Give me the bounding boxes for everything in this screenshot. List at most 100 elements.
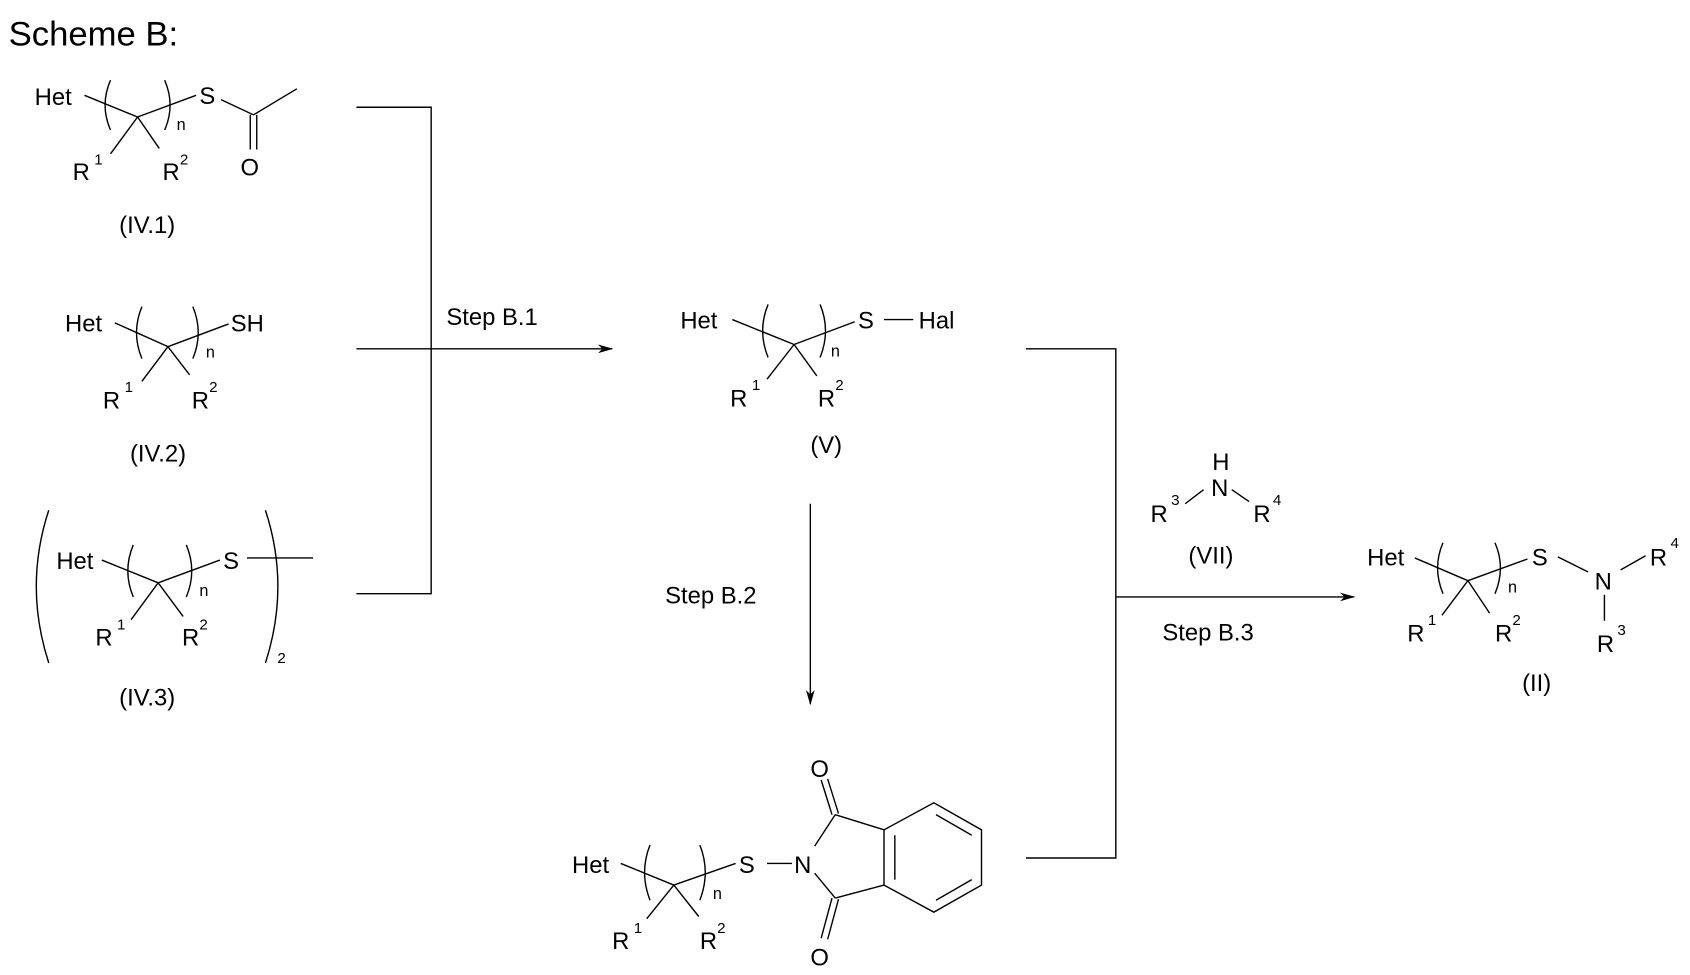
bond — [767, 345, 794, 380]
bond — [621, 863, 674, 885]
bond — [131, 583, 158, 620]
repeat-n: n — [199, 582, 208, 600]
bond — [168, 347, 190, 375]
het-label: Het — [35, 84, 72, 111]
dimer-multiplier: 2 — [277, 650, 285, 667]
r1-label: R — [612, 928, 629, 955]
oxygen-label: O — [241, 154, 260, 181]
bond — [158, 583, 183, 617]
dimer-bracket-right — [265, 510, 277, 663]
oxygen-label-top: O — [810, 756, 829, 783]
nitrogen-label: N — [1595, 568, 1612, 595]
r2-sup: 2 — [199, 616, 207, 633]
bond — [1442, 581, 1468, 616]
bond — [138, 95, 197, 117]
bond — [1468, 581, 1490, 614]
step-b3-arrow: Step B.3 — [1026, 349, 1354, 858]
repeat-n: n — [206, 343, 215, 361]
r1-sup: 1 — [752, 377, 760, 394]
step-label: Step B.2 — [665, 582, 756, 609]
het-label: Het — [572, 852, 609, 879]
bond — [221, 100, 254, 115]
bond — [85, 95, 138, 117]
repeat-bracket-right — [1495, 543, 1500, 594]
bond — [1232, 490, 1249, 502]
halogen-label: Hal — [919, 307, 955, 334]
compound-label: (V) — [810, 432, 842, 459]
repeat-n: n — [177, 116, 186, 134]
r3-label: R — [1150, 501, 1167, 528]
double-bond — [828, 779, 839, 814]
compound-label: (IV.2) — [130, 441, 186, 468]
repeat-bracket-right — [820, 304, 825, 357]
bond — [794, 345, 817, 376]
compound-iv1: Het n S O R 1 R 2 (IV.1) — [35, 80, 297, 239]
r3-label: R — [1597, 631, 1614, 658]
bond — [102, 560, 158, 583]
step-b2-arrow: Step B.2 — [665, 504, 810, 704]
r4-label: R — [1650, 545, 1667, 572]
r1-label: R — [103, 387, 120, 414]
combine-bracket — [1026, 349, 1116, 858]
bond — [835, 885, 884, 898]
r3-sup: 3 — [1617, 622, 1625, 639]
sulfur-label: S — [858, 307, 874, 334]
double-bond — [821, 898, 832, 938]
r2-label: R — [700, 928, 717, 955]
nitrogen-label: N — [1211, 475, 1228, 502]
repeat-bracket-left — [645, 845, 650, 900]
bond — [142, 347, 168, 382]
sulfur-label: S — [1532, 545, 1548, 572]
r1-sup: 1 — [1428, 612, 1436, 629]
double-bond — [828, 899, 839, 939]
bond — [158, 560, 220, 583]
compound-vii: H N R 3 R 4 (VII) — [1150, 449, 1281, 569]
r1-sup: 1 — [117, 616, 125, 633]
compound-label: (VII) — [1188, 542, 1233, 569]
r4-sup: 4 — [1273, 492, 1281, 509]
r2-sup: 2 — [180, 152, 188, 169]
bond — [111, 117, 138, 154]
bond — [1468, 559, 1528, 581]
repeat-n: n — [713, 885, 722, 903]
step-label: Step B.3 — [1162, 619, 1253, 646]
nitrogen-label: N — [794, 852, 811, 879]
r2-label: R — [182, 625, 199, 652]
r1-sup: 1 — [94, 152, 102, 169]
aromatic-bond — [936, 880, 972, 901]
het-label: Het — [1367, 545, 1404, 572]
r1-label: R — [73, 159, 90, 186]
r1-sup: 1 — [125, 379, 133, 396]
repeat-n: n — [1508, 579, 1517, 597]
bond — [138, 117, 160, 148]
oxygen-label-bottom: O — [810, 944, 829, 971]
r2-label: R — [162, 159, 179, 186]
r2-sup: 2 — [209, 379, 217, 396]
r2-label: R — [192, 387, 209, 414]
het-label: Het — [680, 307, 717, 334]
combine-bracket — [356, 107, 431, 593]
repeat-bracket-right — [700, 845, 705, 900]
thiol-label: SH — [231, 310, 264, 337]
repeat-n: n — [831, 342, 840, 360]
bond — [815, 873, 836, 898]
double-bond — [821, 780, 832, 815]
compound-iv2: Het n SH R 1 R 2 (IV.2) — [65, 307, 264, 468]
bond — [835, 815, 884, 830]
step-b1-arrow: Step B.1 — [356, 107, 612, 593]
bond — [815, 815, 836, 846]
sulfur-label: S — [739, 852, 755, 879]
bond — [1185, 490, 1203, 504]
compound-ii: Het n S N R 4 R 3 R 1 R 2 (II) — [1367, 535, 1679, 697]
bond — [254, 89, 297, 115]
bond — [115, 323, 168, 347]
compound-iv3: 2 Het n S R 1 R 2 (IV.3) — [36, 510, 313, 711]
bond — [1621, 556, 1646, 570]
hydrogen-label: H — [1212, 449, 1229, 476]
r1-label: R — [730, 385, 747, 412]
r1-sup: 1 — [634, 920, 642, 937]
repeat-bracket-right — [193, 307, 198, 359]
repeat-bracket-left — [763, 304, 768, 357]
dimer-bracket-left — [36, 510, 48, 663]
